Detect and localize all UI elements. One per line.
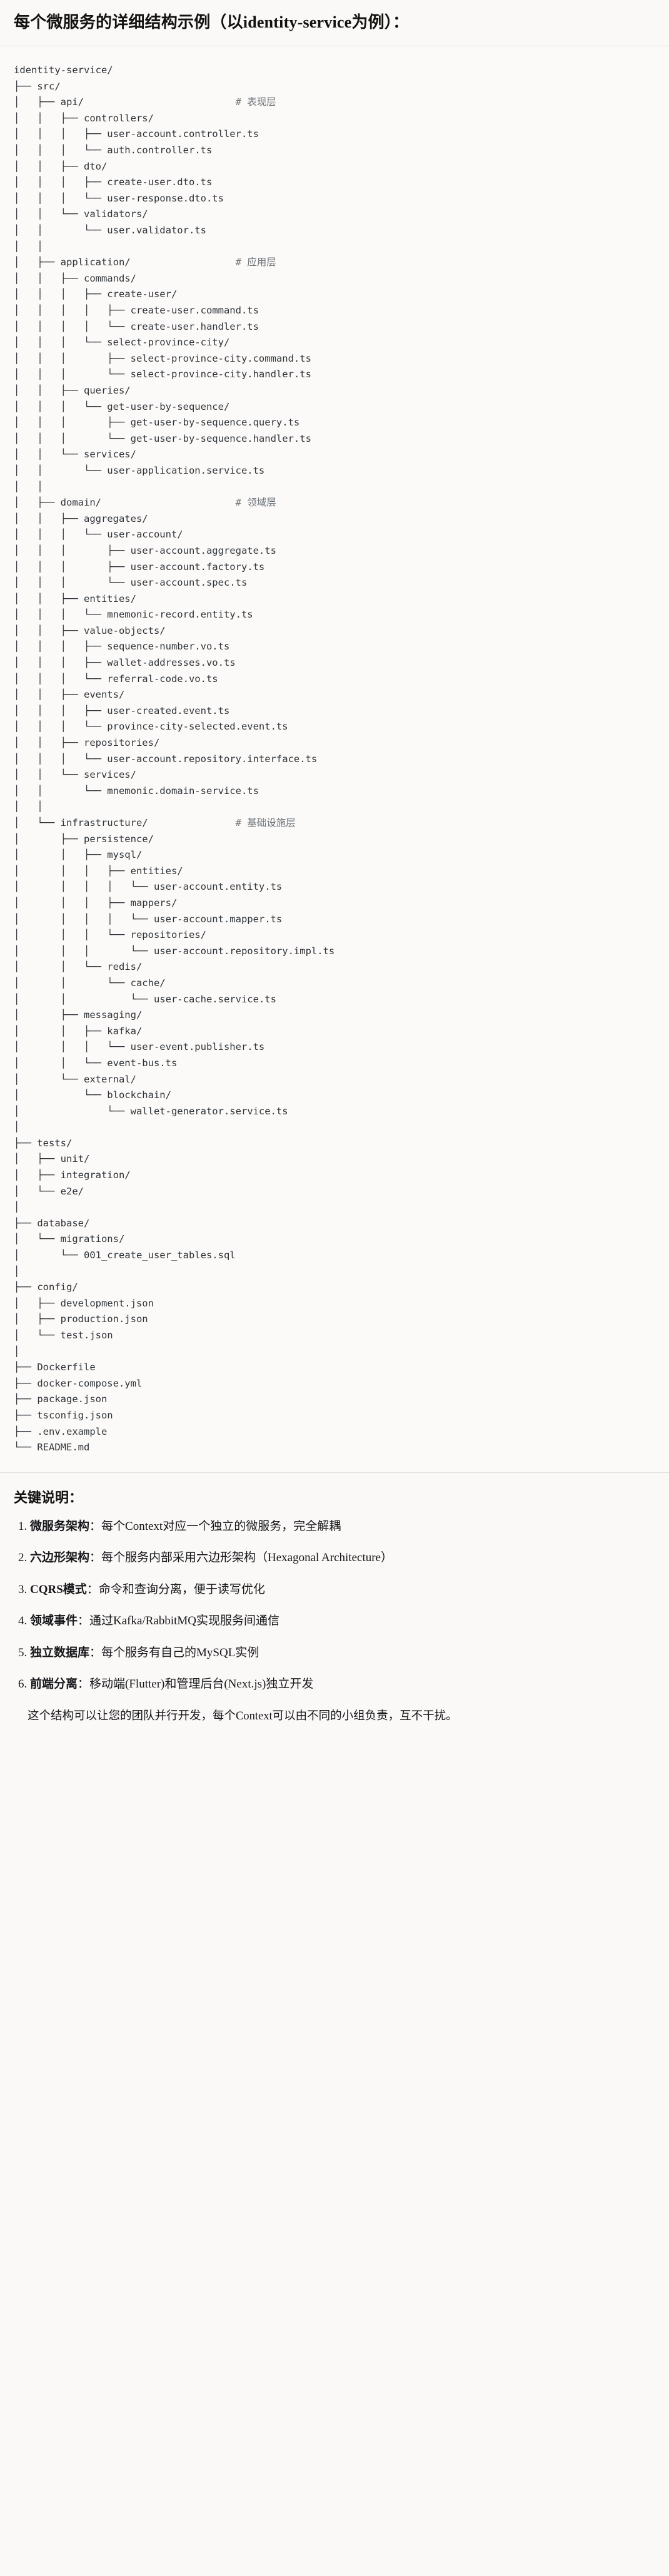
note-body: 通过Kafka/RabbitMQ实现服务间通信 [89, 1614, 280, 1628]
note-separator: ： [89, 1551, 102, 1565]
note-term: 独立数据库 [30, 1646, 90, 1659]
directory-tree: identity-service/ ├── src/ │ ├── api/ # … [14, 64, 335, 1453]
note-term: 前端分离 [30, 1677, 78, 1691]
tree-layer-comment: # 领域层 [235, 497, 276, 509]
note-term: 领域事件 [30, 1614, 78, 1628]
tree-layer-comment: # 基础设施层 [235, 817, 296, 828]
note-separator: ： [86, 1582, 99, 1596]
note-body: 命令和查询分离，便于读写优化 [98, 1582, 265, 1596]
note-body: 每个服务内部采用六边形架构（Hexagonal Architecture） [101, 1551, 393, 1565]
note-term: CQRS模式 [30, 1582, 87, 1596]
list-item: 领域事件：通过Kafka/RabbitMQ实现服务间通信 [30, 1612, 655, 1631]
note-body: 每个Context对应一个独立的微服务，完全解耦 [101, 1519, 341, 1533]
note-separator: ： [89, 1646, 102, 1659]
key-notes-section: 关键说明： 微服务架构：每个Context对应一个独立的微服务，完全解耦 六边形… [0, 1473, 669, 1748]
page-title: 每个微服务的详细结构示例（以identity-service为例）： [14, 13, 410, 31]
list-item: 独立数据库：每个服务有自己的MySQL实例 [30, 1644, 655, 1662]
directory-tree-block: identity-service/ ├── src/ │ ├── api/ # … [0, 46, 669, 1472]
list-item: 六边形架构：每个服务内部采用六边形架构（Hexagonal Architectu… [30, 1549, 655, 1567]
list-item: CQRS模式：命令和查询分离，便于读写优化 [30, 1581, 655, 1599]
note-separator: ： [78, 1677, 90, 1691]
tree-layer-comment: # 应用层 [235, 257, 276, 268]
tree-layer-comment: # 表现层 [235, 96, 276, 108]
note-separator: ： [78, 1614, 90, 1628]
note-body: 移动端(Flutter)和管理后台(Next.js)独立开发 [89, 1677, 314, 1691]
note-term: 微服务架构 [30, 1519, 90, 1533]
key-notes-list: 微服务架构：每个Context对应一个独立的微服务，完全解耦 六边形架构：每个服… [14, 1518, 655, 1694]
note-separator: ： [89, 1519, 102, 1533]
closing-paragraph: 这个结构可以让您的团队并行开发，每个Context可以由不同的小组负责，互不干扰… [28, 1709, 458, 1723]
tree-divider [0, 1472, 669, 1473]
note-body: 每个服务有自己的MySQL实例 [101, 1646, 259, 1659]
document-page: 每个微服务的详细结构示例（以identity-service为例）： ident… [0, 0, 669, 1747]
list-item: 微服务架构：每个Context对应一个独立的微服务，完全解耦 [30, 1518, 655, 1536]
note-term: 六边形架构 [30, 1551, 90, 1565]
key-notes-heading: 关键说明： [14, 1489, 83, 1505]
list-item: 前端分离：移动端(Flutter)和管理后台(Next.js)独立开发 [30, 1676, 655, 1694]
